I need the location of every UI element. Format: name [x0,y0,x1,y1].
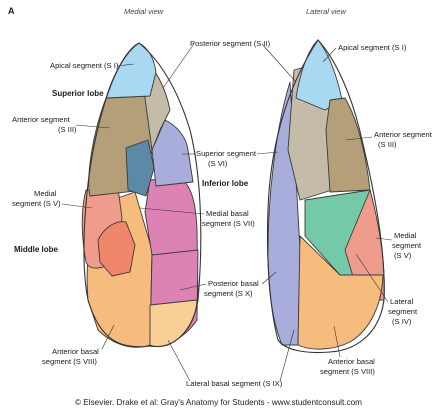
label-anterior-basal-medial-2: segment (S VIII) [42,357,97,366]
label-medial-lateral-3: (S V) [394,251,412,260]
leader-posterior-right [262,44,296,82]
label-medial-basal-1: Medial basal [206,209,249,218]
lateral-view-title: Lateral view [306,7,347,16]
medial-view-title: Medial view [124,7,164,16]
label-medial-basal-2: segment (S VII) [202,219,255,228]
label-lateral-lateral-1: Lateral [390,297,414,306]
label-apical-lateral: Apical segment (S I) [338,43,407,52]
label-superior-lobe: Superior lobe [52,89,104,98]
label-lateral-lateral-2: segment [388,307,418,316]
leader-posterior-left [163,44,194,88]
label-middle-lobe: Middle lobe [14,245,59,254]
label-anterior-basal-lateral-1: Anterior basal [328,357,375,366]
label-medial-medial-1: Medial [34,189,57,198]
label-anterior-lateral-1: Anterior segment [374,130,433,139]
lateral-view-lung [267,40,384,353]
label-medial-lateral-1: Medial [394,231,417,240]
panel-letter: A [8,6,15,16]
label-posterior: Posterior segment (S II) [190,39,271,48]
label-apical-medial: Apical segment (S I) [50,61,119,70]
copyright-credit: © Elsevier. Drake et al: Gray's Anatomy … [0,398,437,407]
label-superior-segment-1: Superior segment [196,149,257,158]
label-posterior-basal-1: Posterior basal [208,279,259,288]
label-lateral-basal: Lateral basal segment (S IX) [186,379,283,388]
diagram-canvas: A Medial view Lateral view Apical segmen… [0,0,437,398]
label-anterior-lateral-2: (S III) [378,140,397,149]
leader-lateral-basal-left [168,340,190,381]
label-inferior-lobe: Inferior lobe [202,179,249,188]
label-anterior-basal-medial-1: Anterior basal [52,347,99,356]
label-lateral-lateral-3: (S IV) [392,317,412,326]
label-anterior-medial-2: (S III) [58,125,77,134]
label-medial-medial-2: segment (S V) [12,199,61,208]
label-posterior-basal-2: segment (S X) [204,289,253,298]
label-medial-lateral-2: segment [392,241,422,250]
label-anterior-medial-1: Anterior segment [12,115,71,124]
label-superior-segment-2: (S VI) [208,159,228,168]
label-anterior-basal-lateral-2: segment (S VIII) [320,367,375,376]
